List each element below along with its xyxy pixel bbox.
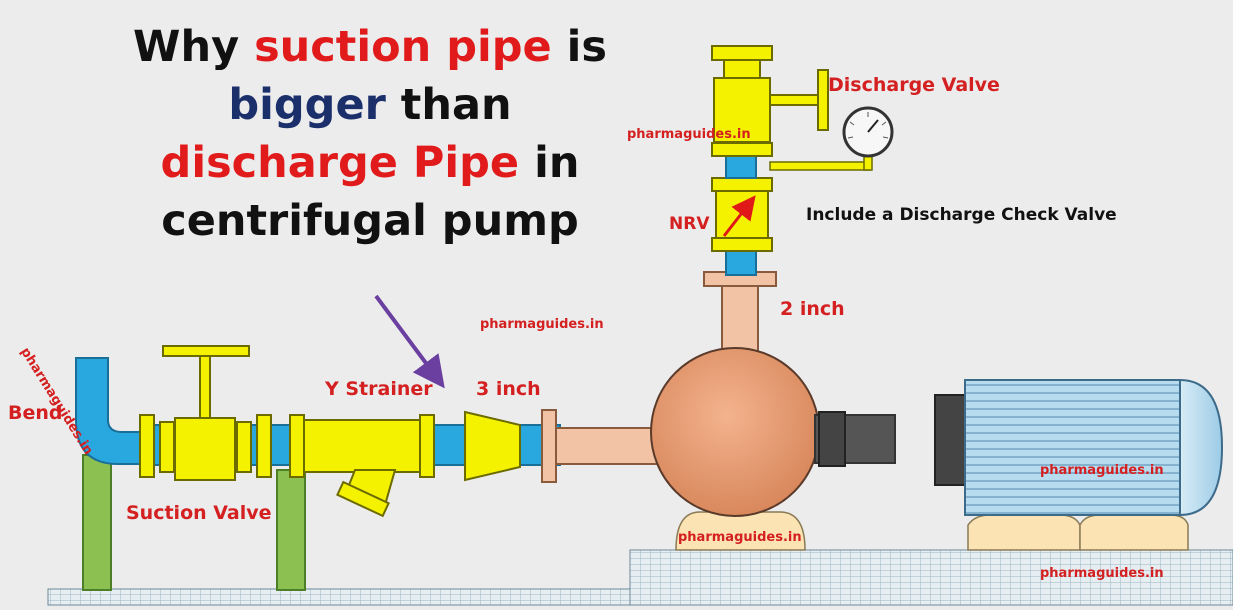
y-strainer-label: Y Strainer [325, 378, 433, 400]
page-title: Why suction pipe is bigger than discharg… [120, 18, 620, 250]
valve-flange-bottom [711, 142, 773, 157]
pump-coupling [818, 411, 846, 467]
discharge-valve-bonnet [723, 59, 761, 79]
two-inch-label: 2 inch [780, 298, 845, 320]
support-left [82, 454, 112, 591]
bend-label: Bend [8, 402, 63, 424]
nrv-arrow [722, 195, 756, 237]
nrv-label: NRV [669, 214, 710, 234]
gauge-line [769, 161, 871, 171]
check-valve-note: Include a Discharge Check Valve [806, 205, 1117, 225]
watermark: pharmaguides.in [480, 317, 604, 332]
three-inch-label: 3 inch [476, 378, 541, 400]
suction-valve-stem [199, 354, 211, 419]
title-line-4: centrifugal pump [161, 196, 579, 246]
title-text: in [519, 138, 580, 188]
motor-flange [934, 394, 966, 486]
title-line-2: bigger than [120, 76, 620, 134]
floor-base [47, 588, 631, 606]
suction-valve-flange-l2 [159, 421, 175, 473]
motor-foot-right [1079, 514, 1189, 551]
pump-inlet-pipe [555, 427, 667, 465]
title-text: Why [133, 22, 255, 72]
watermark: pharmaguides.in [678, 530, 802, 545]
pump-support [675, 511, 806, 551]
title-text: than [385, 80, 512, 130]
discharge-pipe-mid [725, 154, 757, 179]
y-strainer-body [303, 419, 421, 473]
discharge-pipe-low [725, 249, 757, 276]
suction-valve-flange-l [139, 414, 155, 478]
title-highlight-suction: suction pipe [254, 22, 552, 72]
watermark: pharmaguides.in [627, 127, 751, 142]
nrv-flange-top [711, 177, 773, 192]
suction-valve-flange-r [236, 421, 252, 473]
support-mid [276, 469, 306, 591]
motor-end-cap [1179, 378, 1224, 517]
discharge-valve-wheel [817, 69, 829, 131]
title-highlight-discharge: discharge Pipe [160, 138, 520, 188]
y-strainer-cap [336, 480, 390, 518]
y-strainer-flange-r [419, 414, 435, 478]
discharge-valve-handwheel [711, 45, 773, 61]
title-line-3: discharge Pipe in [120, 134, 620, 192]
title-highlight-bigger: bigger [228, 80, 386, 130]
gauge-ticks [847, 112, 889, 139]
suction-valve-body [174, 417, 236, 481]
discharge-valve-body [713, 77, 771, 143]
title-text: is [551, 22, 607, 72]
motor-foot-left [967, 514, 1081, 551]
motor-body [964, 379, 1181, 516]
motor-base [629, 549, 1233, 606]
reducer [464, 410, 521, 482]
suction-valve-handwheel [162, 345, 250, 357]
gauge-needle [867, 119, 879, 133]
y-strainer-arrow [374, 294, 445, 389]
y-strainer-flange-l [289, 414, 305, 478]
title-line-1: Why suction pipe is [120, 18, 620, 76]
watermark: pharmaguides.in [1040, 566, 1164, 581]
nrv-flange-bottom [711, 237, 773, 252]
discharge-valve-stem [769, 94, 821, 106]
watermark: pharmaguides.in [1040, 463, 1164, 478]
discharge-valve-label: Discharge Valve [828, 74, 1000, 96]
suction-valve-label: Suction Valve [126, 502, 272, 524]
reducer-flange [541, 409, 557, 483]
pump-casing [650, 347, 820, 517]
suction-valve-flange-r2 [256, 414, 272, 478]
